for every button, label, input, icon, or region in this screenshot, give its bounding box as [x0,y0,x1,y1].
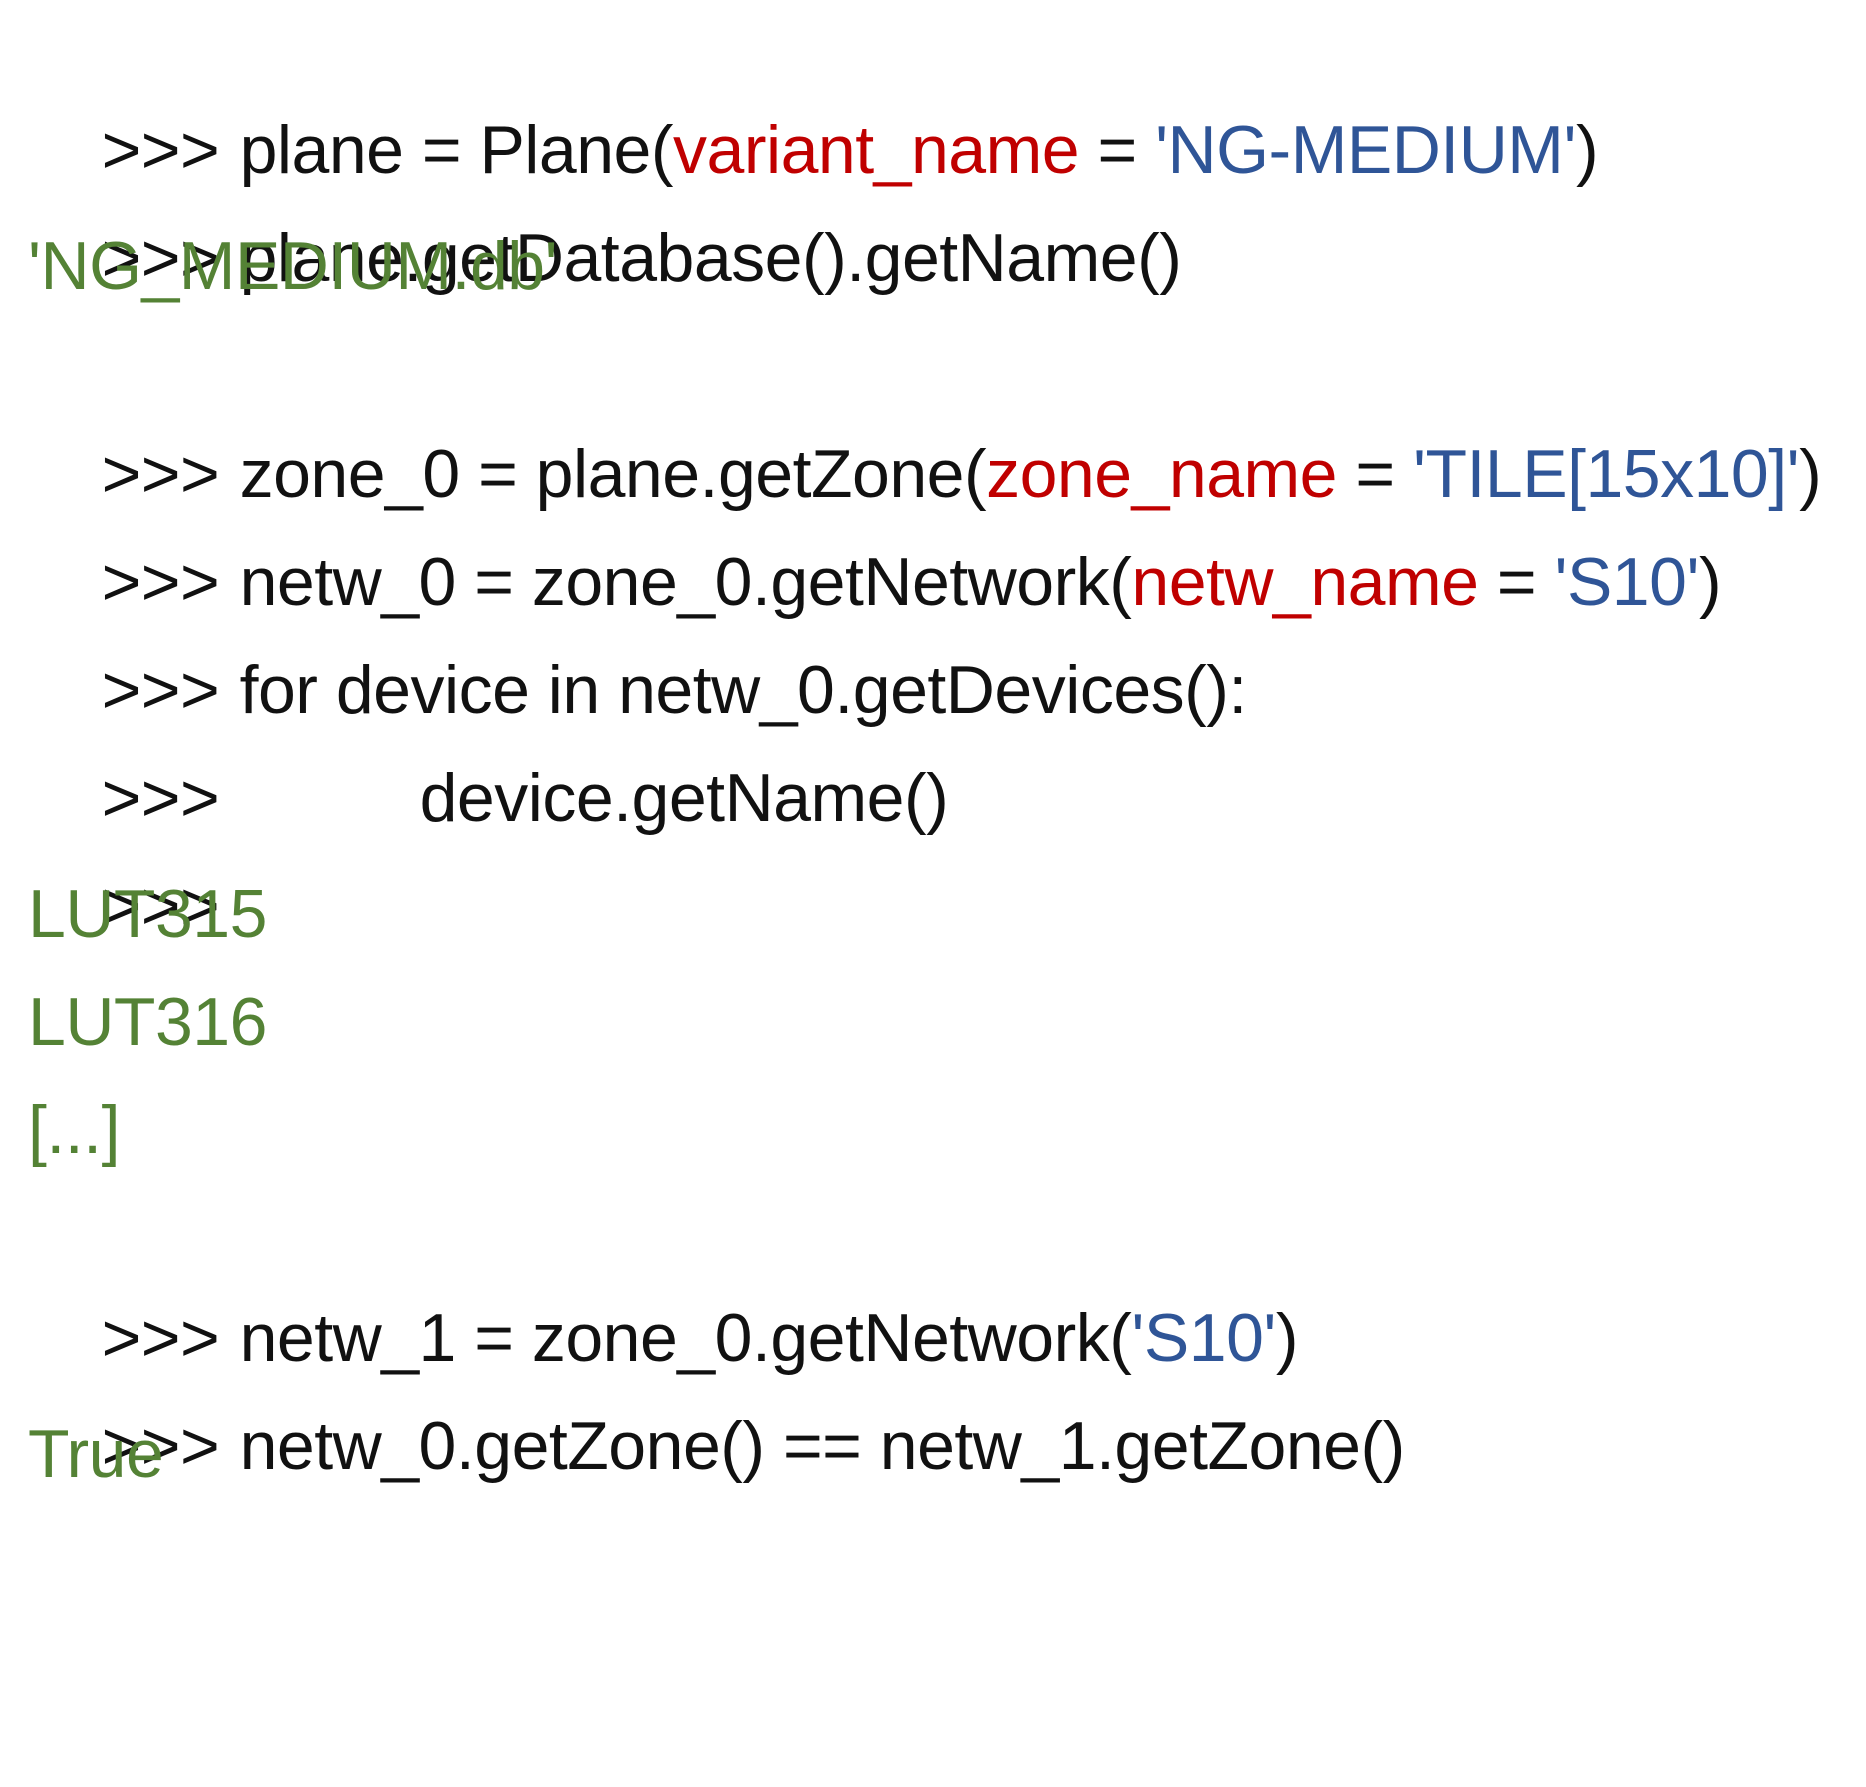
prompt: >>> [101,1408,220,1484]
string-literal: 'S10' [1131,1300,1276,1376]
code-line-2: >>>plane.getDatabase().getName() [28,108,1182,296]
prompt: >>> [101,652,220,728]
code-text: plane.getDatabase().getName() [239,220,1182,296]
string-literal: 'S10' [1554,544,1699,620]
code-line-5: >>>for device in netw_0.getDevices(): [28,540,1248,728]
output-line-4: [...] [28,1092,120,1168]
python-console: >>>plane = Plane(variant_name = 'NG-MEDI… [28,0,1858,1787]
equals-sign: = [1079,112,1156,188]
keyword-argument: zone_name [986,436,1337,512]
code-text: netw_0.getZone() == netw_1.getZone() [239,1408,1406,1484]
string-literal: 'NG-MEDIUM' [1155,112,1576,188]
code-text: for device in netw_0.getDevices(): [239,652,1248,728]
close-paren: ) [1698,544,1722,620]
keyword-argument: variant_name [673,112,1080,188]
code-text: plane = Plane( [239,112,674,188]
output-line-3: LUT316 [28,984,267,1060]
code-text: zone_0 = plane.getZone( [239,436,987,512]
keyword-argument: netw_name [1131,544,1479,620]
code-text: netw_0 = zone_0.getNetwork( [239,544,1132,620]
code-text: device.getName() [419,760,949,836]
output-line-5: True [28,1416,164,1492]
code-line-9: >>>netw_0.getZone() == netw_1.getZone() [28,1296,1406,1484]
prompt: >>> [101,544,220,620]
string-literal: 'TILE[15x10]' [1412,436,1800,512]
code-line-6: >>> device.getName() [28,648,949,836]
equals-sign: = [1336,436,1413,512]
close-paren: ) [1575,112,1599,188]
close-paren: ) [1275,1300,1299,1376]
prompt: >>> [101,760,220,836]
output-line-1: 'NG_MEDIUM.db' [28,228,558,304]
code-line-8: >>>netw_1 = zone_0.getNetwork('S10') [28,1188,1299,1376]
prompt: >>> [101,1300,220,1376]
prompt: >>> [101,436,220,512]
prompt: >>> [101,868,220,944]
code-line-7: >>> [28,756,240,944]
equals-sign: = [1478,544,1555,620]
close-paren: ) [1799,436,1822,512]
output-line-2: LUT315 [28,876,267,952]
code-line-4: >>>netw_0 = zone_0.getNetwork(netw_name … [28,432,1722,620]
prompt: >>> [101,220,220,296]
code-text: netw_1 = zone_0.getNetwork( [239,1300,1132,1376]
code-line-1: >>>plane = Plane(variant_name = 'NG-MEDI… [28,0,1599,188]
code-line-3: >>>zone_0 = plane.getZone(zone_name = 'T… [28,324,1822,512]
prompt: >>> [101,112,220,188]
